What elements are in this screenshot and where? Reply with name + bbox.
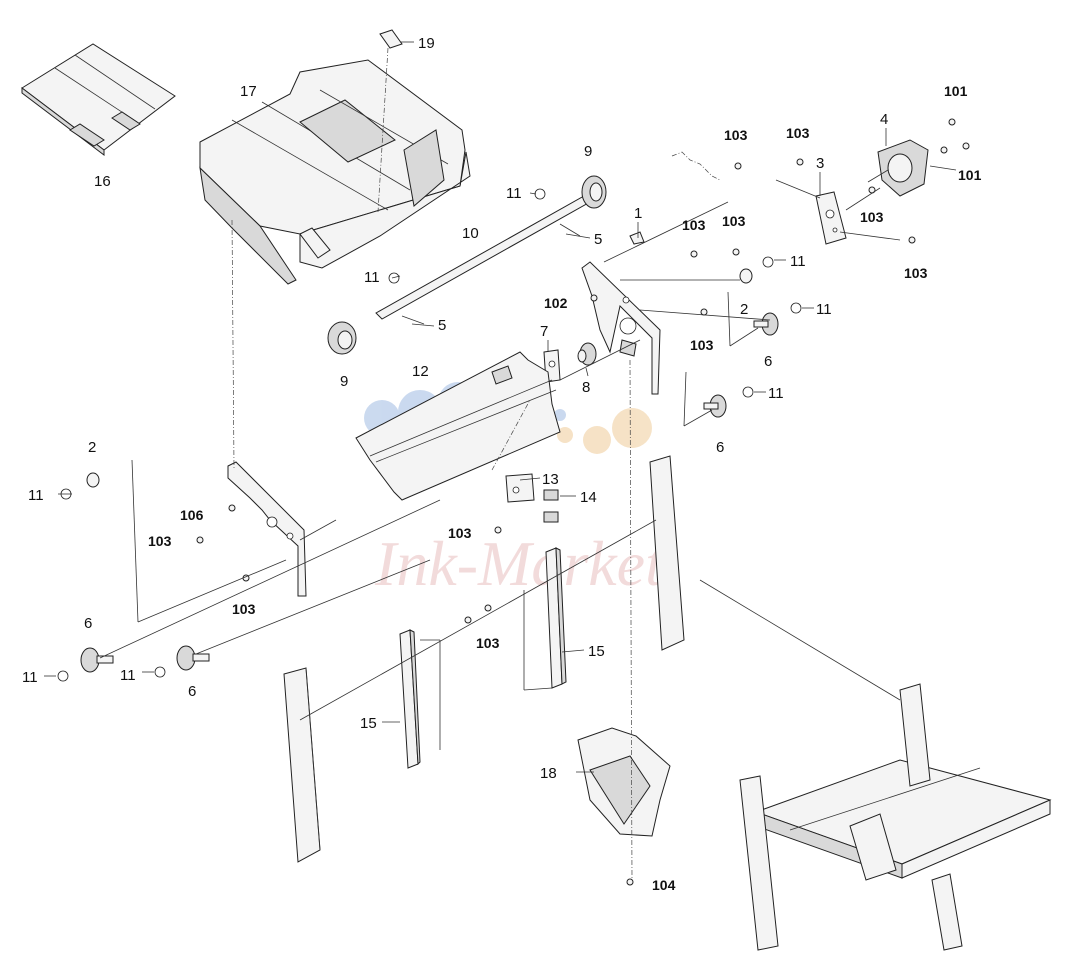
part-stay-left	[399, 629, 421, 769]
label-part-16: 16	[94, 173, 111, 190]
label-part-6: 6	[716, 439, 724, 456]
part-drive-motor	[867, 139, 929, 197]
part-pillar-left	[283, 667, 321, 863]
label-part-17: 17	[240, 83, 257, 100]
label-part-103: 103	[722, 213, 746, 229]
label-part-8: 8	[582, 379, 590, 396]
label-part-11: 11	[816, 301, 832, 318]
part-stay-right	[545, 547, 567, 689]
label-part-15: 15	[360, 715, 377, 732]
label-part-14: 14	[580, 489, 597, 506]
part-sensor	[543, 489, 559, 523]
label-part-11: 11	[22, 669, 38, 686]
watermark-dot	[554, 409, 566, 421]
label-part-101: 101	[958, 167, 982, 183]
part-bushing	[86, 268, 753, 488]
label-part-19: 19	[418, 35, 435, 52]
label-part-7: 7	[540, 323, 548, 340]
part-gear-small	[577, 342, 597, 366]
watermark-text: Ink-Market	[374, 528, 665, 599]
part-pin	[401, 223, 581, 325]
part-roller	[703, 394, 727, 418]
label-part-103: 103	[860, 209, 884, 225]
part-roller	[176, 645, 210, 671]
label-part-104: 104	[652, 877, 676, 893]
label-part-18: 18	[540, 765, 557, 782]
label-leaders	[44, 41, 957, 773]
label-part-6: 6	[84, 615, 92, 632]
part-labels: 19 17 16 9 11 1 5 10 11 5 9 12 7 8 13 14…	[22, 35, 982, 893]
label-part-106: 106	[180, 507, 204, 523]
part-spring	[671, 151, 721, 181]
part-gear-upper	[581, 175, 607, 209]
label-part-101: 101	[944, 83, 968, 99]
label-part-103: 103	[690, 337, 714, 353]
label-part-15: 15	[588, 643, 605, 660]
part-gear-lower	[327, 321, 357, 355]
label-part-2: 2	[740, 301, 748, 318]
label-part-6: 6	[764, 353, 772, 370]
label-part-4: 4	[880, 111, 888, 128]
label-part-11: 11	[28, 487, 44, 504]
label-part-103: 103	[904, 265, 928, 281]
label-part-5: 5	[438, 317, 446, 334]
part-right-side-frame	[581, 231, 661, 395]
label-part-3: 3	[816, 155, 824, 172]
assembly-guide-lines	[99, 179, 901, 881]
part-left-side-frame	[227, 461, 307, 597]
label-part-11: 11	[768, 385, 784, 402]
part-pillar-right	[649, 455, 685, 651]
label-part-103: 103	[148, 533, 172, 549]
label-part-102: 102	[544, 295, 568, 311]
part-sensor-bracket	[505, 473, 535, 503]
watermark-dot	[557, 427, 573, 443]
part-small-actuator	[377, 29, 403, 213]
label-part-11: 11	[790, 253, 806, 270]
label-part-2: 2	[88, 439, 96, 456]
label-part-103: 103	[448, 525, 472, 541]
label-part-9: 9	[340, 373, 348, 390]
part-roller	[753, 312, 779, 336]
label-part-10: 10	[462, 225, 479, 242]
label-part-103: 103	[724, 127, 748, 143]
watermark-dot	[583, 426, 611, 454]
label-part-5: 5	[594, 231, 602, 248]
part-motor-mount-plate	[815, 191, 847, 245]
label-part-103: 103	[786, 125, 810, 141]
part-top-cover	[199, 59, 471, 285]
part-lower-cover	[577, 727, 671, 837]
label-part-9: 9	[584, 143, 592, 160]
label-part-103: 103	[476, 635, 500, 651]
label-part-6: 6	[188, 683, 196, 700]
part-base-stand	[739, 683, 1052, 951]
part-paper-guide	[355, 351, 561, 501]
label-part-11: 11	[120, 667, 136, 684]
watermark-dot	[612, 408, 652, 448]
label-part-11: 11	[506, 185, 522, 202]
label-part-11: 11	[364, 269, 380, 286]
part-e-ring	[57, 188, 802, 682]
part-output-tray-extension	[21, 43, 176, 157]
part-screw	[196, 118, 970, 886]
label-part-1: 1	[634, 205, 642, 222]
label-part-12: 12	[412, 363, 429, 380]
label-part-13: 13	[542, 471, 559, 488]
part-roller	[80, 647, 114, 673]
label-part-103: 103	[232, 601, 256, 617]
label-part-103: 103	[682, 217, 706, 233]
